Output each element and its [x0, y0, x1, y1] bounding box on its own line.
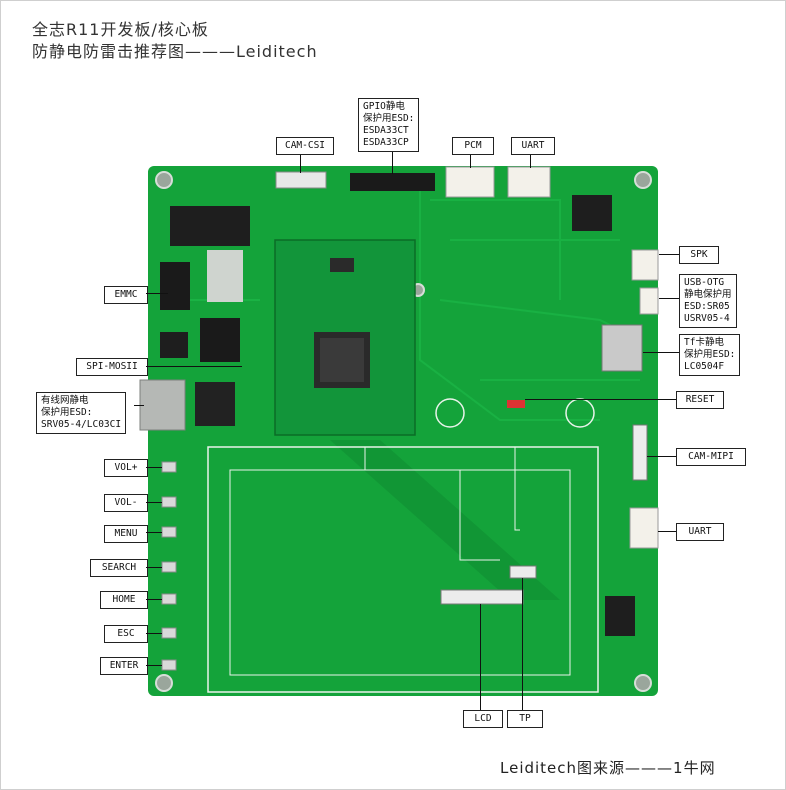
label-vol-plus: VOL+: [104, 459, 148, 477]
tf-card-slot: [601, 324, 643, 372]
nand-flash: [170, 206, 250, 246]
label-cam-csi: CAM-CSI: [276, 137, 334, 155]
leader-esc: [146, 633, 162, 634]
leader-spk: [659, 254, 679, 255]
mount-hole: [155, 171, 173, 189]
leader-home: [146, 599, 162, 600]
leader-vol-minus: [146, 502, 162, 503]
title-line-1: 全志R11开发板/核心板: [32, 20, 209, 39]
lcd-outline: [207, 446, 599, 693]
enter-switch: [161, 659, 177, 671]
label-enter: ENTER: [100, 657, 148, 675]
leader-usb-otg: [659, 298, 679, 299]
leader-ethernet: [134, 405, 144, 406]
label-ethernet: 有线网静电 保护用ESD: SRV05-4/LC03CI: [36, 392, 127, 434]
leader-spi-mosi: [146, 366, 242, 367]
leader-tp: [522, 578, 523, 710]
label-uart-top: UART: [511, 137, 555, 155]
leader-uart-right: [658, 531, 676, 532]
emmc-chip: [207, 250, 243, 302]
label-gpio: GPIO静电 保护用ESD: ESDA33CT ESDA33CP: [358, 98, 420, 152]
leader-lcd: [480, 604, 481, 710]
label-spk: SPK: [679, 246, 719, 264]
tp-connector: [509, 565, 537, 579]
leader-pcm: [470, 155, 471, 168]
cam-csi-connector: [275, 171, 327, 189]
uart-right-connector: [629, 507, 659, 549]
title-line-2: 防静电防雷击推荐图———Leiditech: [32, 42, 318, 61]
leader-cam-mipi: [647, 456, 676, 457]
mount-hole: [634, 674, 652, 692]
reset-button-part: [507, 400, 525, 408]
menu-switch: [161, 526, 177, 538]
label-usb-otg: USB-OTG 静电保护用 ESD:SR05 USRV05-4: [679, 274, 737, 328]
uart-top-connector: [507, 166, 551, 198]
leader-cam-csi: [300, 155, 301, 173]
label-uart-right: UART: [676, 523, 724, 541]
footer-credit: Leiditech图来源———1牛网: [500, 759, 716, 777]
label-vol-minus: VOL-: [104, 494, 148, 512]
ethernet-transformer: [195, 382, 235, 426]
leader-uart-top: [530, 155, 531, 168]
label-esc: ESC: [104, 625, 148, 643]
usb-otg-connector: [639, 287, 659, 315]
leader-menu: [146, 532, 162, 533]
leader-enter: [146, 665, 162, 666]
speaker-connector: [631, 249, 659, 281]
leader-search: [146, 567, 162, 568]
emmc-header: [160, 262, 190, 310]
home-switch: [161, 593, 177, 605]
ethernet-jack: [139, 379, 186, 431]
lcd-connector: [440, 589, 524, 605]
label-home: HOME: [100, 591, 148, 609]
mount-hole: [155, 674, 173, 692]
vol-minus-switch: [161, 496, 177, 508]
label-search: SEARCH: [90, 559, 148, 577]
label-menu: MENU: [104, 525, 148, 543]
pcm-connector: [445, 166, 495, 198]
spi-header: [200, 318, 240, 362]
label-tf-card: Tf卡静电 保护用ESD: LC0504F: [679, 334, 741, 376]
label-spi-mosi: SPI-MOSII: [76, 358, 148, 376]
mount-hole: [634, 171, 652, 189]
leader-vol-plus: [146, 467, 162, 468]
leader-tf-card: [643, 352, 679, 353]
leader-gpio: [392, 152, 393, 174]
leader-emmc: [146, 293, 168, 294]
label-reset: RESET: [676, 391, 724, 409]
label-tp: TP: [507, 710, 543, 728]
label-pcm: PCM: [452, 137, 494, 155]
vol-plus-switch: [161, 461, 177, 473]
label-cam-mipi: CAM-MIPI: [676, 448, 746, 466]
gpio-header: [350, 173, 435, 191]
esc-switch: [161, 627, 177, 639]
label-emmc: EMMC: [104, 286, 148, 304]
label-lcd: LCD: [463, 710, 503, 728]
cam-mipi-connector: [632, 424, 648, 481]
power-ic: [605, 596, 635, 636]
leader-reset: [525, 399, 676, 400]
search-switch: [161, 561, 177, 573]
wifi-module: [572, 195, 612, 231]
